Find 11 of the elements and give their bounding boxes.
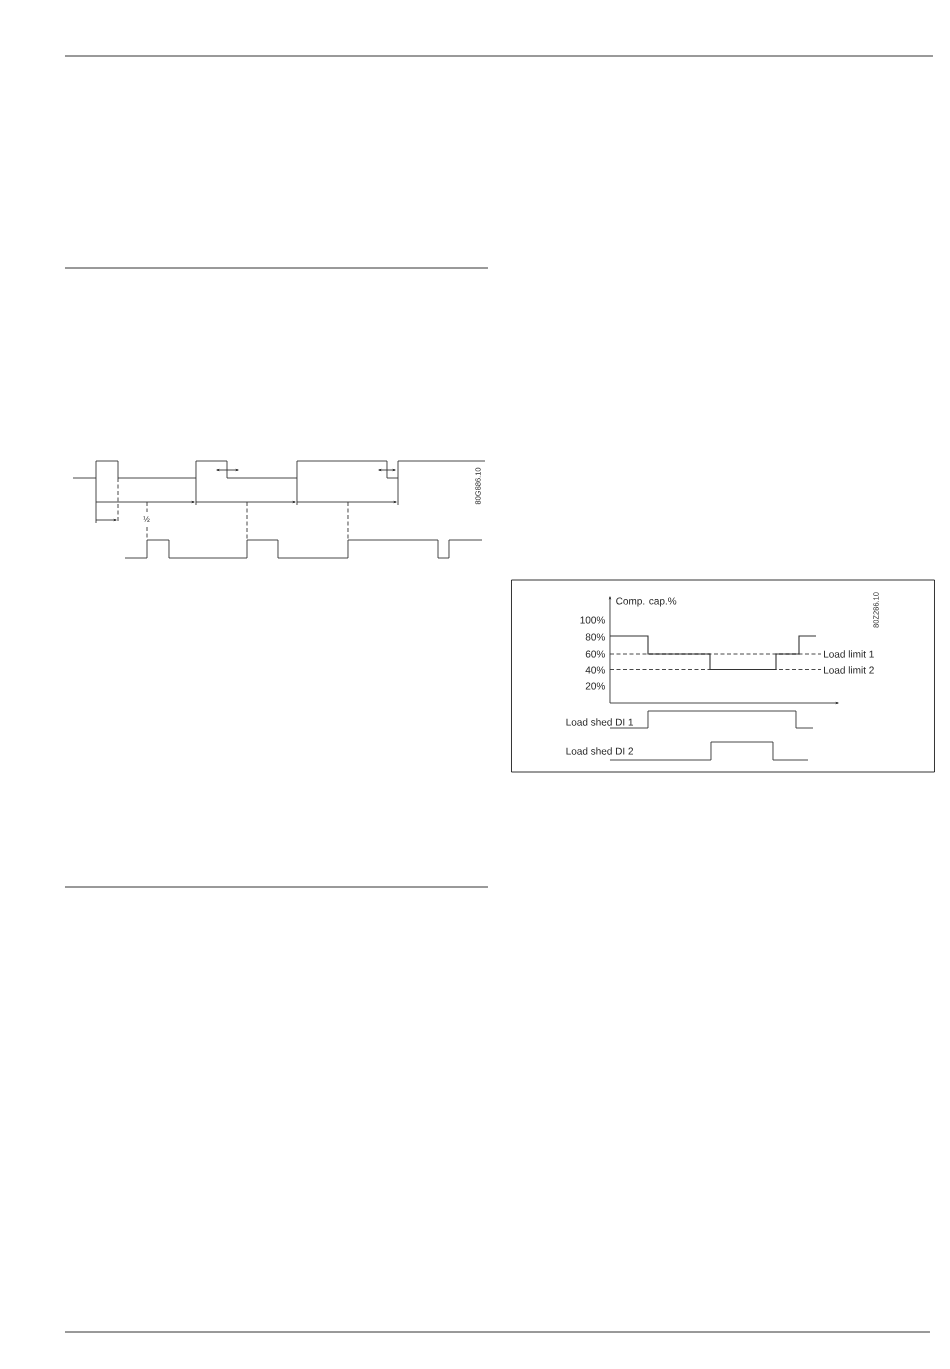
- signal-label: Load shed DI 1: [566, 718, 634, 726]
- signal-label: Load shed DI 2: [566, 747, 633, 755]
- limit-label: Load limit 1: [824, 650, 874, 658]
- tick-label: 60%: [585, 650, 605, 658]
- tick-label: 20%: [585, 682, 605, 690]
- tick-label: 80%: [585, 633, 605, 641]
- axis-title: Comp. cap.%: [616, 597, 677, 607]
- tick-label: 100%: [580, 616, 605, 624]
- limit-label: Load limit 2: [824, 666, 874, 674]
- fraction-label: ½: [143, 516, 150, 522]
- tick-label: 40%: [585, 666, 605, 674]
